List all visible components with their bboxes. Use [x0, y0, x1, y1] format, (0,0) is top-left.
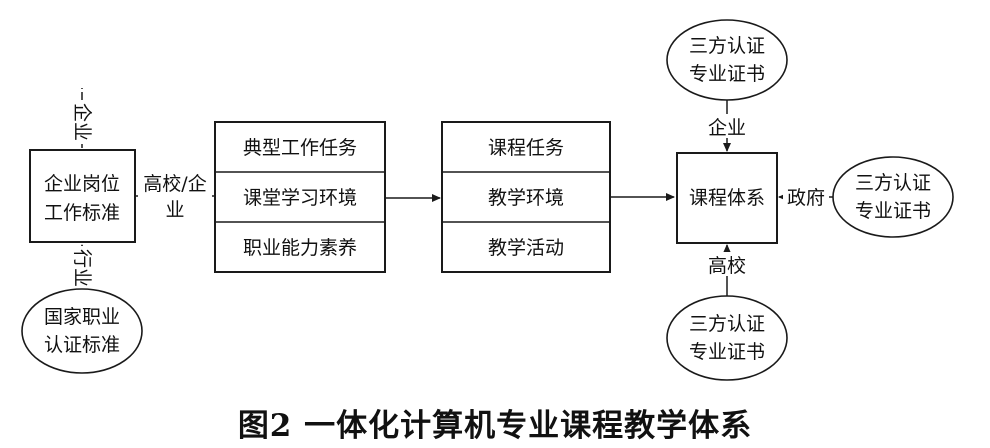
- label-enterprise-right: 企业: [708, 117, 746, 139]
- cert-bottom-line2: 专业证书: [689, 341, 765, 363]
- label-industry-text: 行业: [71, 249, 93, 287]
- col2-node: 课程任务 教学环境 教学活动: [441, 121, 611, 273]
- enterprise-standard-line1: 企业岗位: [44, 173, 120, 195]
- third-party-cert-bottom: 三方认证 专业证书: [666, 295, 788, 381]
- national-cert-line1: 国家职业: [44, 306, 120, 328]
- label-university-right: 高校: [708, 255, 746, 277]
- national-cert-node: 国家职业 认证标准: [21, 288, 143, 374]
- col1-item-classroom-env: 课堂学习环境: [243, 187, 357, 209]
- cert-top-line1: 三方认证: [689, 35, 765, 57]
- cert-bottom-line1: 三方认证: [689, 313, 765, 335]
- cert-top-line2: 专业证书: [689, 63, 765, 85]
- curriculum-system-node: 课程体系: [676, 152, 778, 244]
- col2-item-teaching-activities: 教学活动: [488, 237, 564, 259]
- col1-item-competence: 职业能力素养: [243, 237, 357, 259]
- col2-item-course-tasks: 课程任务: [488, 137, 564, 159]
- figure-caption: 图2 一体化计算机专业课程教学体系: [237, 408, 753, 444]
- label-university-enterprise: 高校/企 业: [138, 168, 212, 221]
- label-industry-vertical: 行业: [71, 246, 94, 290]
- label-enterprise-text: 企业: [71, 103, 93, 141]
- cert-right-line2: 专业证书: [855, 200, 931, 222]
- national-cert-line2: 认证标准: [44, 334, 120, 356]
- label-enterprise-vertical: 企业: [71, 100, 94, 144]
- label-government: 政府: [787, 187, 825, 209]
- curriculum-system-diagram: 企业岗位 工作标准 企业 行业 国家职业 认证标准 高校/企 业 典型工作任务 …: [21, 19, 954, 381]
- col1-node: 典型工作任务 课堂学习环境 职业能力素养: [214, 121, 386, 273]
- curriculum-system-label: 课程体系: [689, 187, 765, 209]
- third-party-cert-top: 三方认证 专业证书: [666, 19, 788, 101]
- third-party-cert-right: 三方认证 专业证书: [832, 156, 954, 238]
- label-univ-ent-line1: 高校/企: [143, 173, 206, 195]
- enterprise-standard-line2: 工作标准: [44, 202, 120, 224]
- col2-item-teaching-env: 教学环境: [488, 187, 564, 209]
- col1-item-typical-tasks: 典型工作任务: [243, 137, 357, 159]
- enterprise-standard-node: 企业岗位 工作标准: [29, 149, 136, 243]
- cert-right-line1: 三方认证: [855, 172, 931, 194]
- label-univ-ent-line2: 业: [165, 199, 184, 221]
